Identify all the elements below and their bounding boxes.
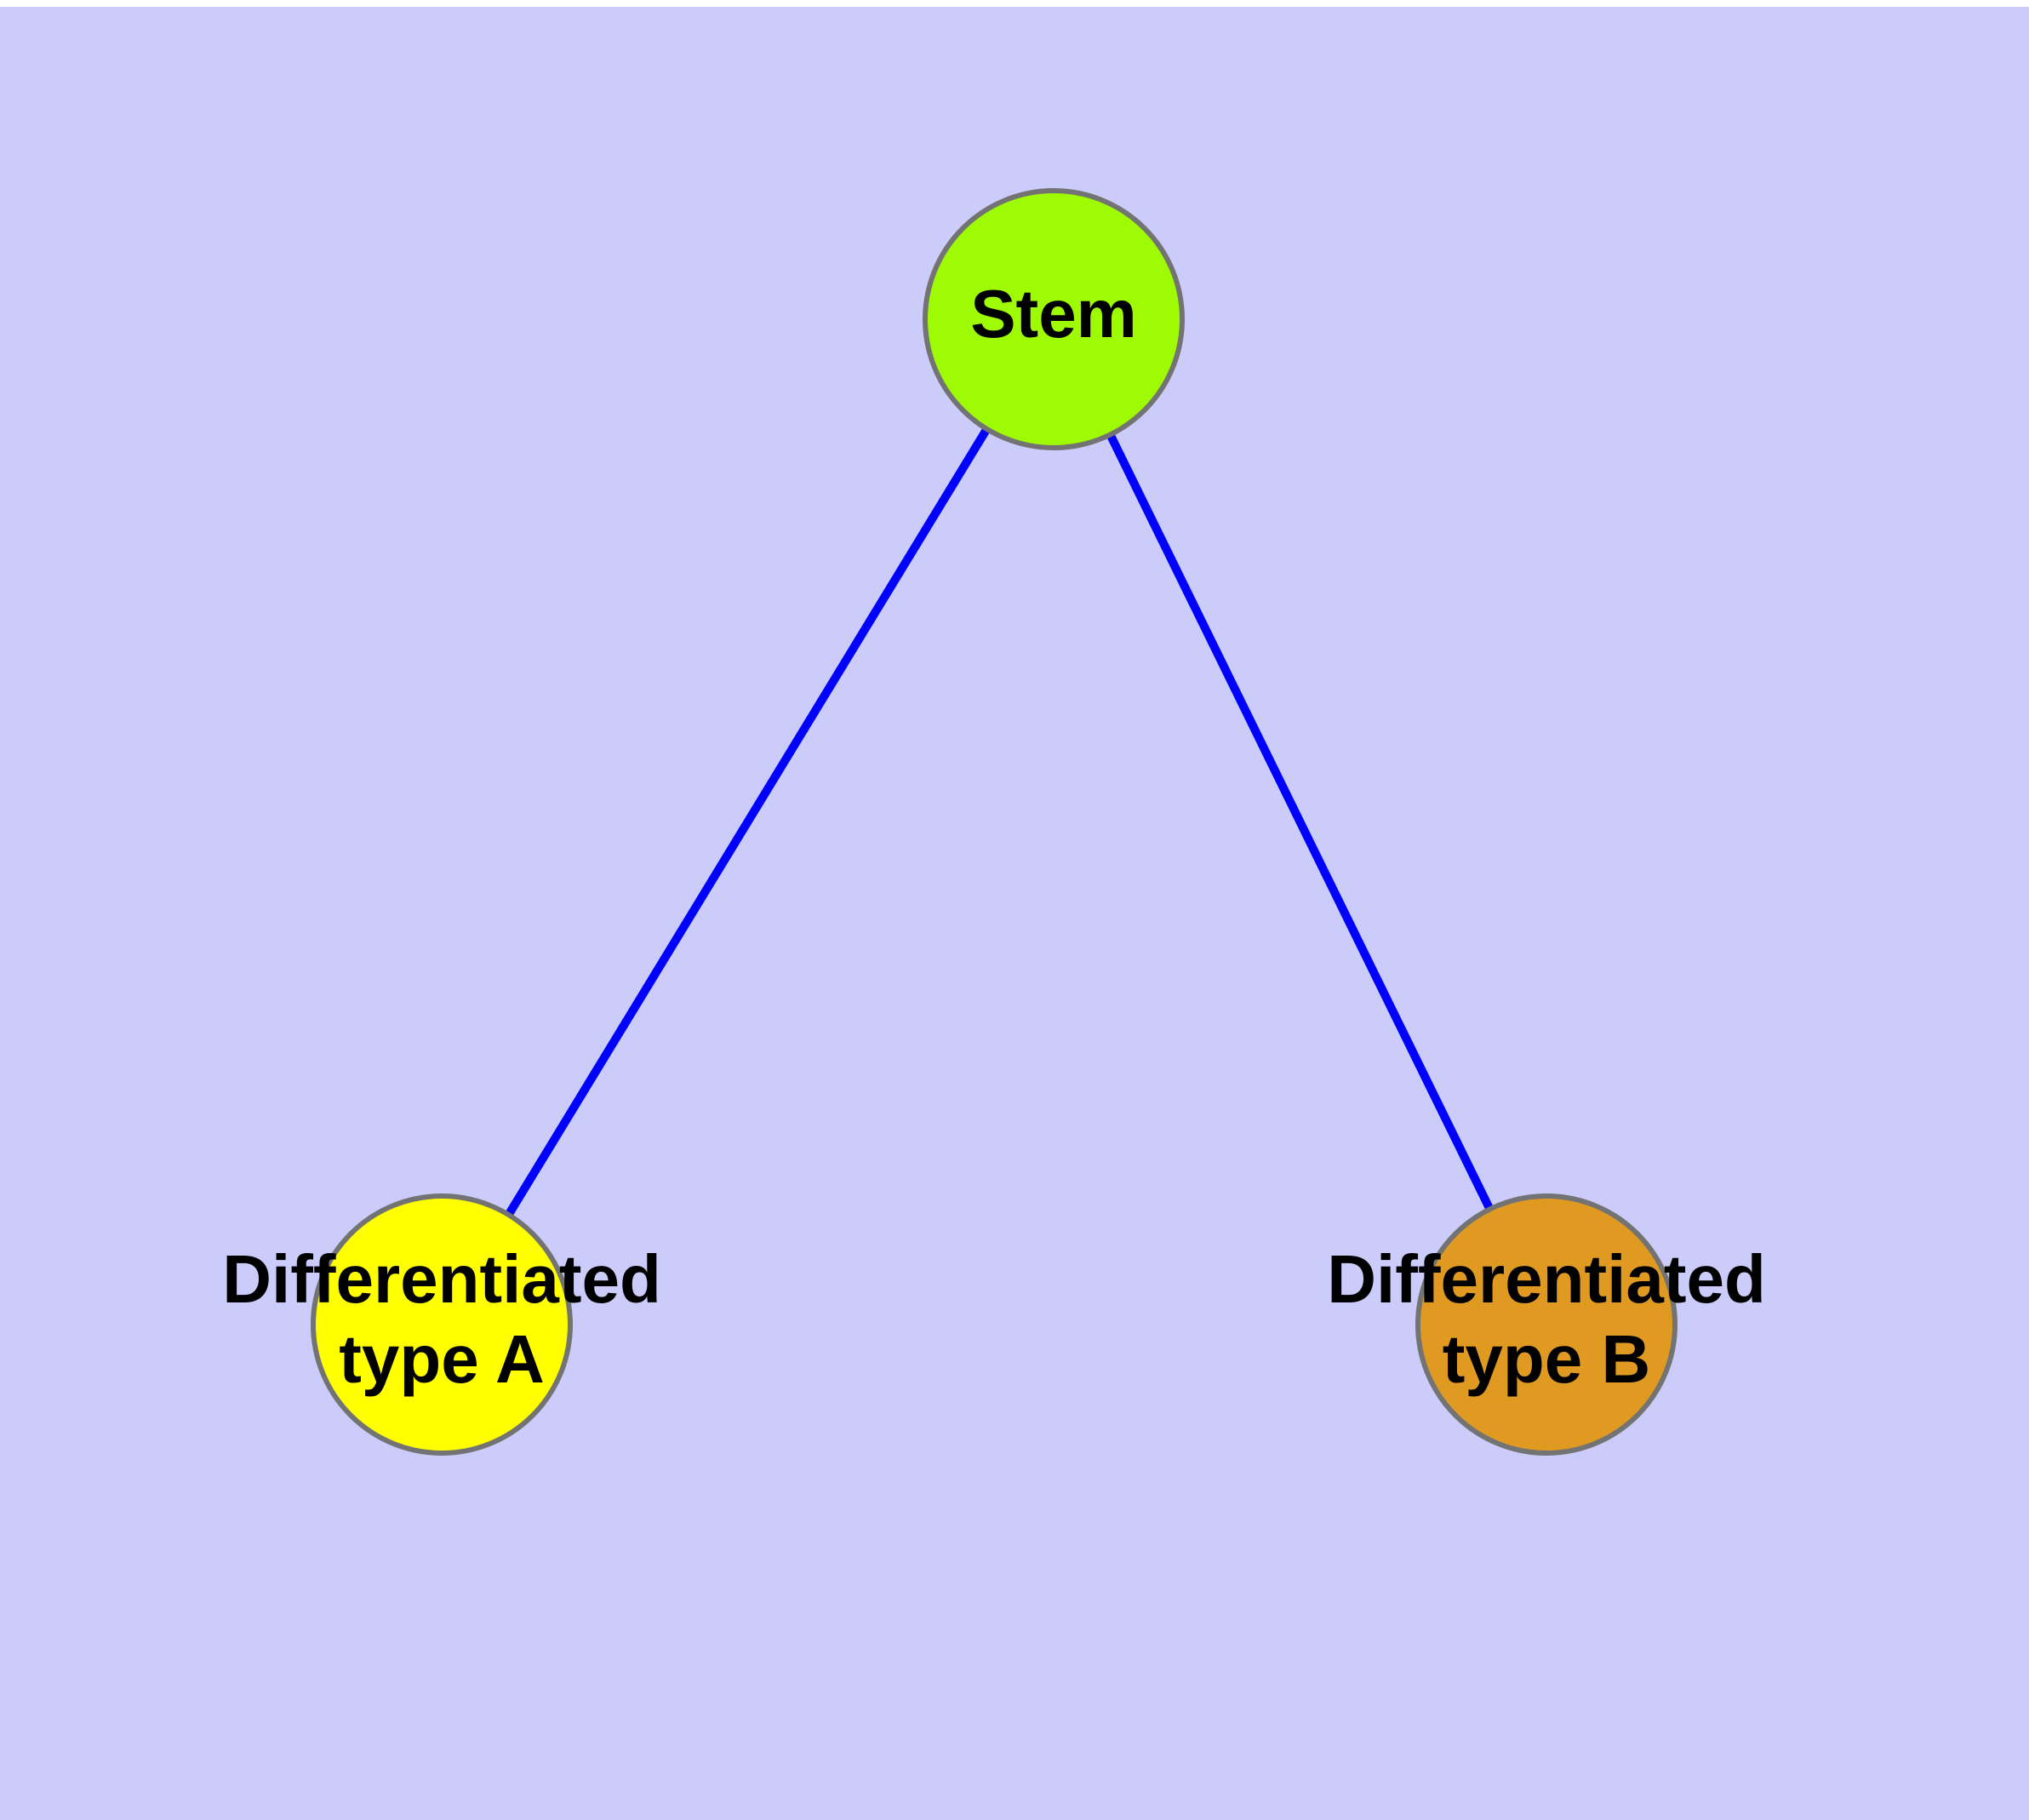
node-label-stem: Stem [970,276,1137,352]
edge-stem-diff-a[interactable] [437,317,1058,1327]
node-stem[interactable] [923,188,1185,450]
nodes-layer [311,188,1677,1456]
edge-stem-diff-b[interactable] [1049,317,1551,1327]
edges-layer [437,317,1551,1327]
node-diff_b[interactable] [1415,1193,1677,1456]
node-label-line: Differentiated [1327,1241,1766,1317]
node-diff_a[interactable] [311,1193,573,1456]
node-label-line: Differentiated [222,1241,661,1317]
node-label-line: type A [339,1321,545,1397]
node-label-line: Stem [970,276,1137,352]
node-label-line: type B [1443,1321,1651,1397]
